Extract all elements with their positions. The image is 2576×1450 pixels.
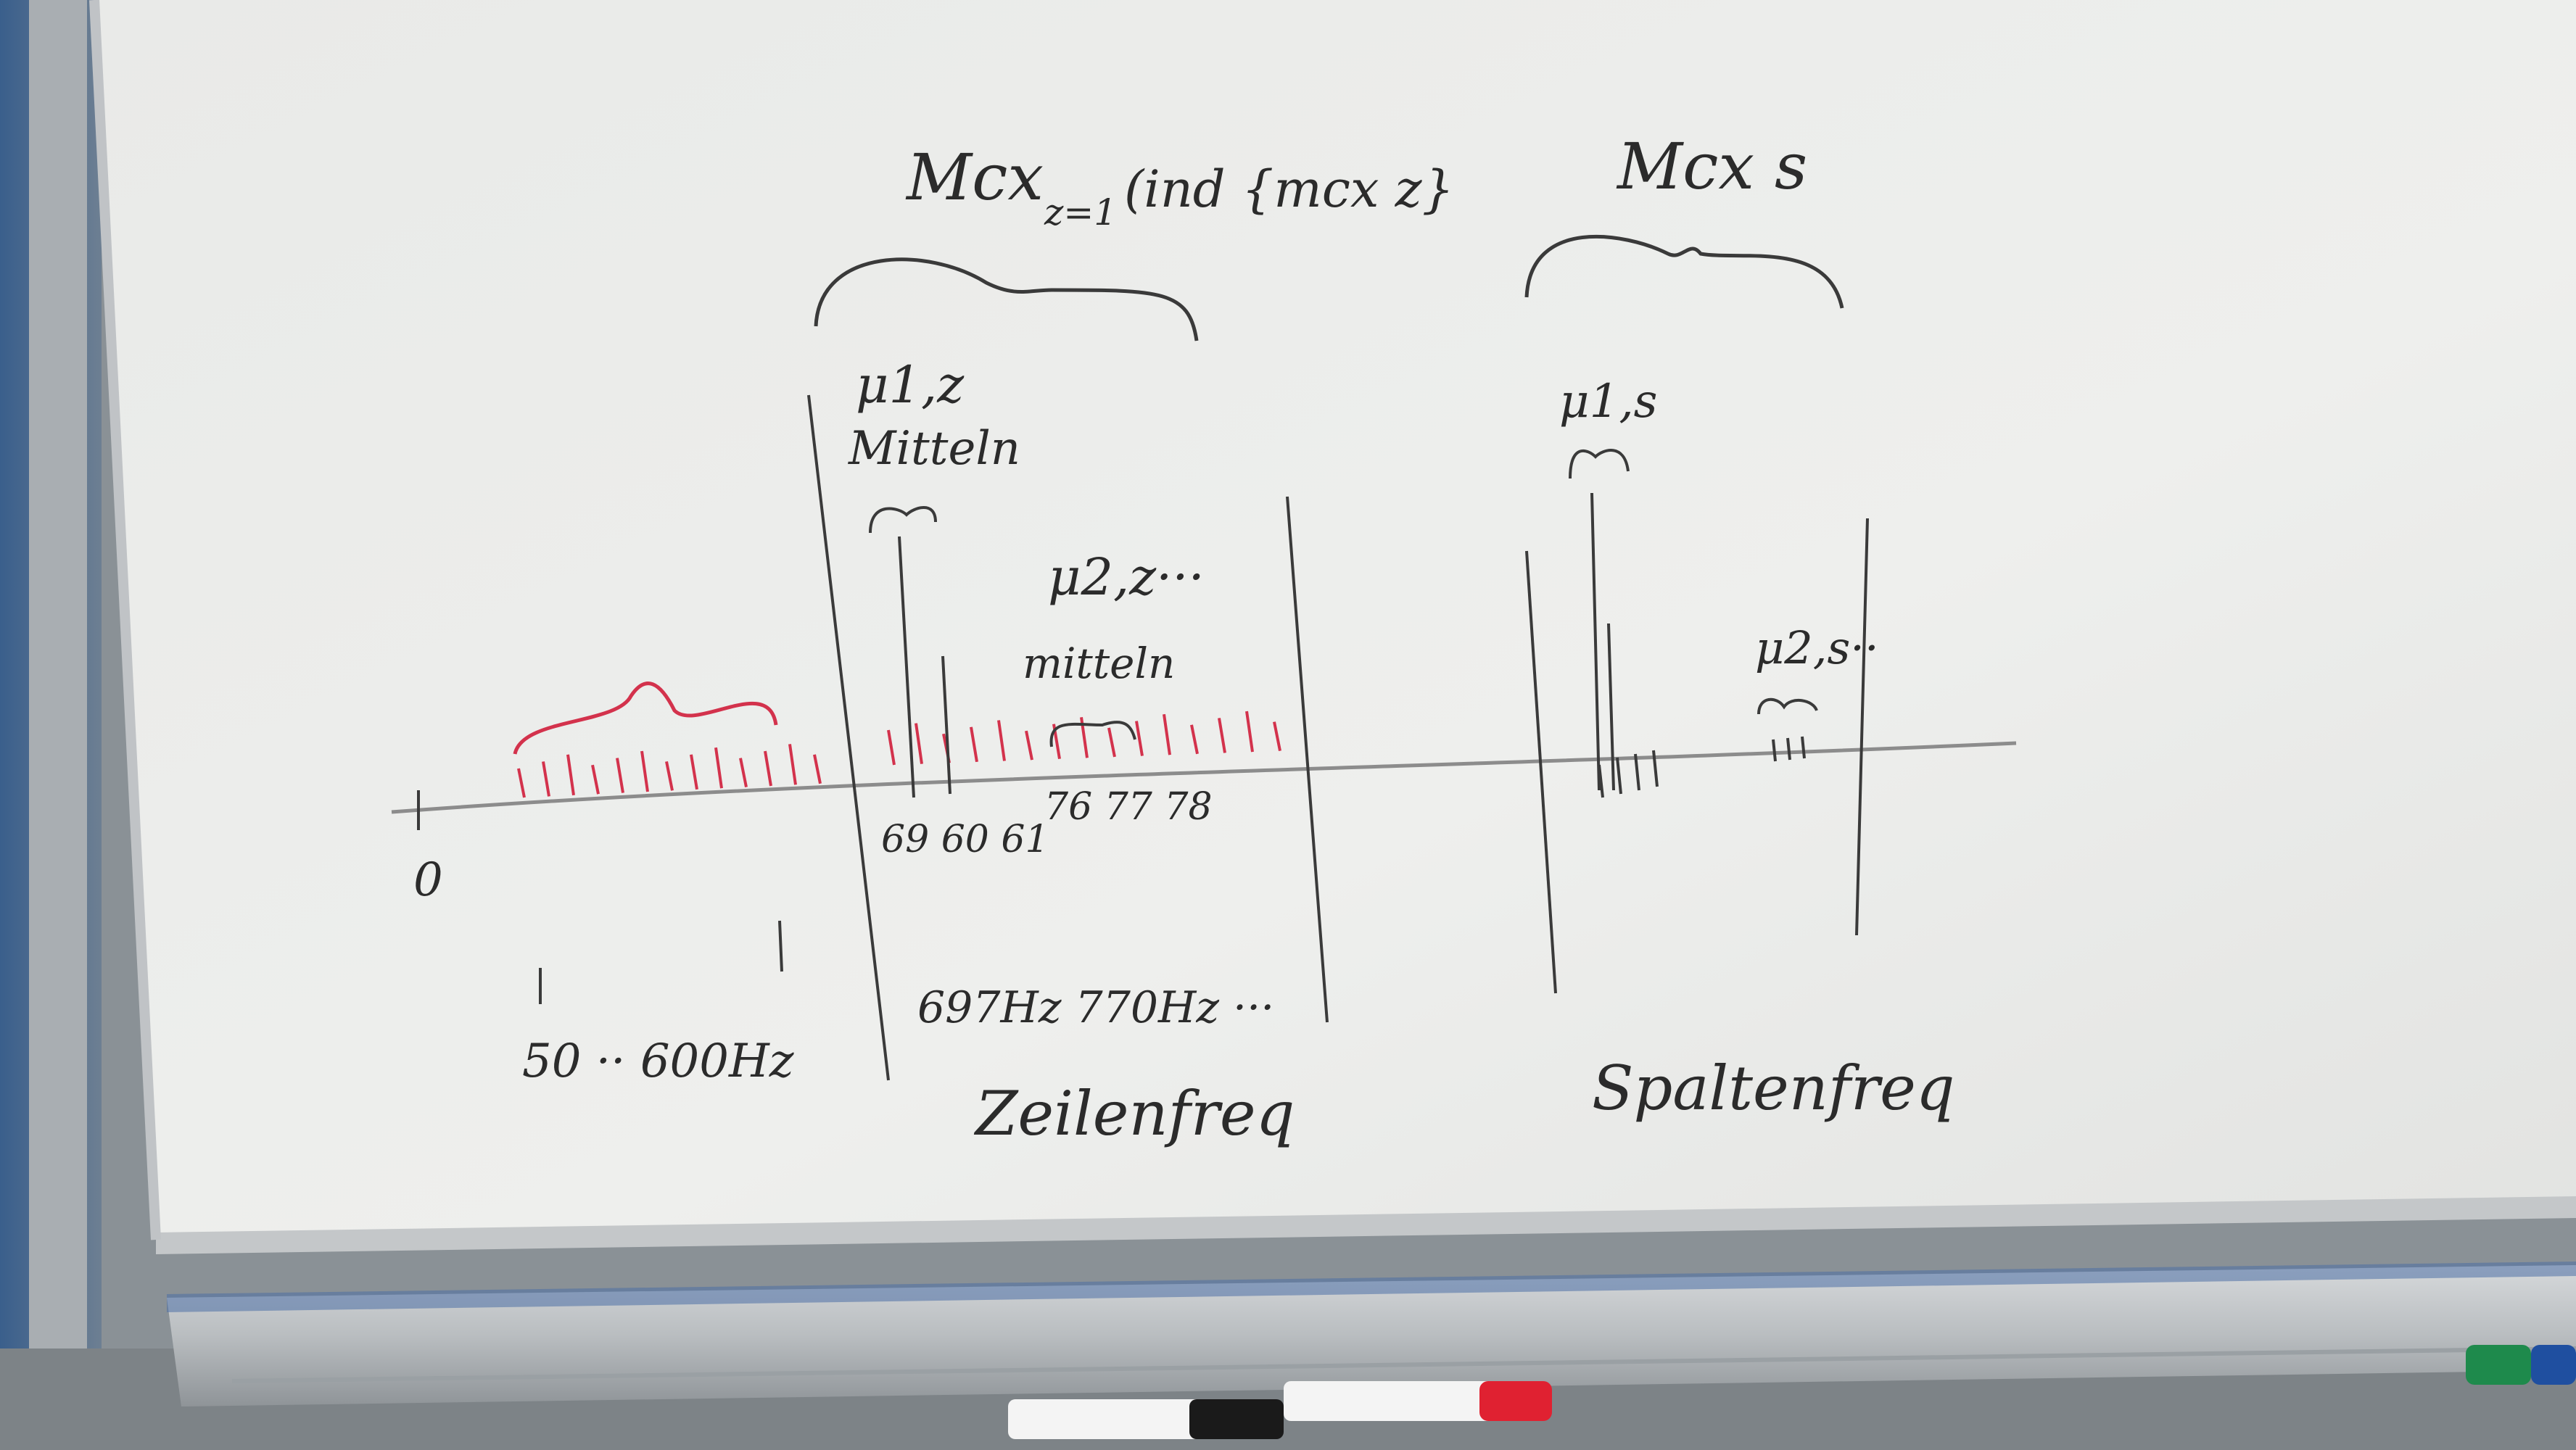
red-tick [1245,710,1254,753]
red-tick [1025,730,1033,761]
whiteboard-surface [94,0,2576,1236]
label-mcx-z: Mcx [905,140,1044,215]
red-tick [970,726,978,763]
mu1s-line2 [1607,623,1615,791]
red-tick [915,723,923,764]
board-frame-left [89,0,161,1240]
label-mcx-z-sub: z=1 [1044,191,1117,233]
label-mittelu-2: mitteln [1023,639,1175,688]
marker-red [1284,1381,1552,1421]
red-tick [1107,727,1116,758]
red-tick [542,761,550,797]
red-tick [714,747,723,789]
label-values-b: 76 77 78 [1044,785,1213,829]
marker-blue [2531,1345,2576,1385]
board-frame-bottom [156,1196,2576,1254]
label-zeilenfreq: Zeilenfreq [973,1078,1295,1149]
red-tick [1163,713,1171,755]
red-tick [640,750,649,792]
label-spaltenfreq: Spaltenfreq [1592,1053,1955,1124]
red-brace [513,682,778,755]
label-range: 50 ·· 600Hz [522,1035,795,1088]
red-tick [997,720,1006,761]
mu1s-bracket [1569,449,1630,479]
label-mcx-s: Mcx s [1616,129,1807,204]
red-tick [764,750,772,787]
red-tick [517,768,526,798]
bar-zeilen-right [1286,496,1329,1023]
tray-edge [231,1346,2576,1383]
red-tick-marks [517,710,1281,798]
marker-black [1008,1399,1284,1439]
red-tick [1190,724,1199,755]
frequency-axis [391,741,2017,814]
mu1s-line [1590,492,1601,791]
mittelu-bracket-2 [1049,721,1136,747]
label-mittelu-1: Mitteln [848,422,1020,476]
mu1z-line2 [941,655,951,795]
marker-green [2466,1345,2531,1385]
red-tick [887,729,896,766]
red-tick [1273,721,1281,752]
red-tick [616,758,624,793]
red-tick [665,761,674,791]
red-tick [591,764,600,795]
brace-spalten [1524,234,1844,309]
red-tick [1135,721,1144,756]
label-mu1s: μ1,s [1559,375,1658,428]
stand-pole [29,0,87,1450]
bar-spalten-left [1525,550,1557,994]
label-mu2s: μ2,s·· [1755,621,1879,674]
label-mcx-z-suffix: (ind {mcx z} [1124,160,1454,219]
red-tick [566,754,575,796]
tick-600 [778,920,783,972]
red-tick [788,744,797,785]
label-values-a: 69 60 61 [881,818,1049,861]
label-mu1z: μ1,z [856,355,965,415]
red-tick [739,758,748,787]
red-tick [1218,718,1226,753]
bar-zeilen-left [807,394,890,1081]
mu1z-line [898,536,915,798]
tray-top-strip [167,1262,2576,1312]
label-zero: 0 [413,853,443,907]
label-mu2z: μ2,z··· [1048,547,1205,607]
bar-spalten-right [1855,518,1869,936]
spalten-ticks [1598,736,1806,798]
red-tick [813,754,822,784]
mittelu-bracket-1 [869,506,937,534]
brace-zeilen [814,257,1199,341]
mu2s-bracket [1757,697,1818,715]
label-freqs: 697Hz 770Hz ··· [917,982,1274,1033]
red-tick [690,754,698,790]
